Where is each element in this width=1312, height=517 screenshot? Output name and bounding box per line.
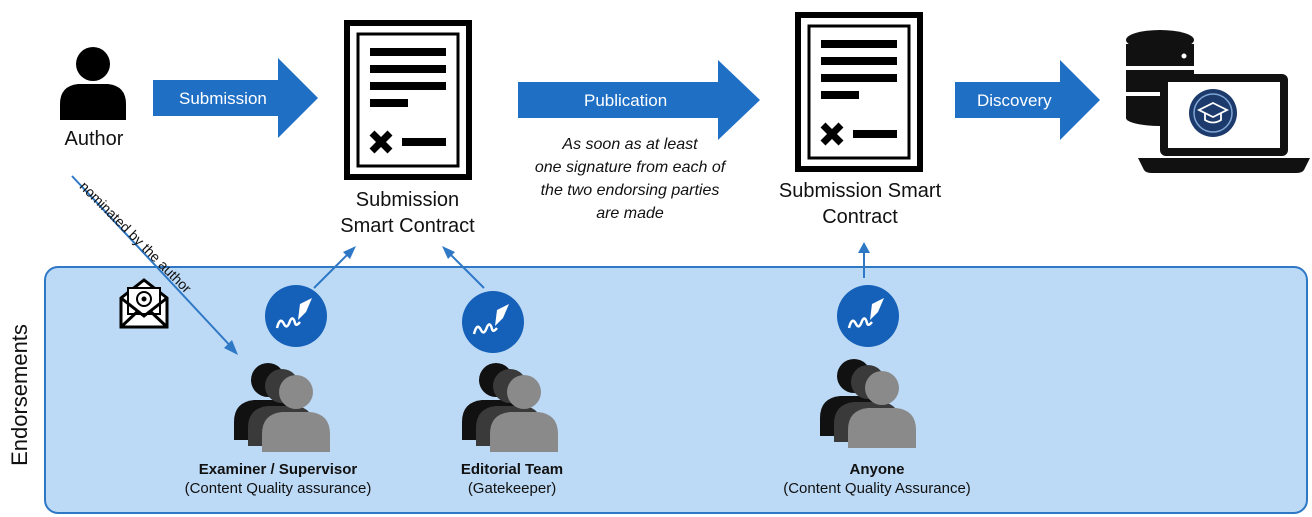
document-icon bbox=[344, 20, 472, 180]
publication-label: Publication bbox=[584, 91, 668, 110]
note-line: As soon as at least bbox=[562, 136, 698, 153]
group-icon bbox=[820, 359, 916, 448]
discovery-label: Discovery bbox=[977, 91, 1052, 110]
submission-arrow bbox=[153, 58, 318, 138]
publication-note: As soon as at least one signature from e… bbox=[510, 133, 750, 225]
contract1-label-line1: Submission bbox=[355, 189, 460, 211]
role-desc: (Content Quality assurance) bbox=[184, 480, 372, 497]
email-icon bbox=[119, 278, 169, 329]
signature-icon bbox=[462, 291, 524, 353]
signature-icon bbox=[265, 285, 327, 347]
endorse-arrow bbox=[313, 246, 356, 289]
signature-icon bbox=[837, 285, 899, 347]
group-icon bbox=[462, 363, 558, 452]
contract1-label-line2: Smart Contract bbox=[340, 215, 475, 237]
contract2-label-line1: Submission Smart bbox=[778, 180, 942, 202]
publication-arrow bbox=[518, 60, 760, 140]
discovery-arrow bbox=[955, 60, 1100, 140]
role-name: Editorial Team bbox=[460, 461, 564, 478]
role-desc: (Content Quality Assurance) bbox=[783, 480, 971, 497]
graduation-cap-icon bbox=[1189, 89, 1237, 137]
role-name: Examiner / Supervisor bbox=[198, 461, 358, 478]
role-editorial: Editorial Team (Gatekeeper) bbox=[382, 460, 642, 498]
nomination-arrow bbox=[71, 175, 238, 355]
document-icon bbox=[795, 12, 923, 172]
role-anyone: Anyone (Content Quality Assurance) bbox=[747, 460, 1007, 498]
submission-label: Submission bbox=[179, 89, 267, 108]
endorse-arrow bbox=[858, 242, 870, 278]
contract2-label-line2: Contract bbox=[822, 206, 898, 228]
note-line: are made bbox=[596, 205, 664, 222]
endorsements-title: Endorsements bbox=[7, 324, 32, 466]
author-label: Author bbox=[64, 128, 124, 150]
note-line: the two endorsing parties bbox=[540, 182, 720, 199]
role-examiner: Examiner / Supervisor (Content Quality a… bbox=[148, 460, 408, 498]
role-desc: (Gatekeeper) bbox=[467, 480, 557, 497]
person-icon bbox=[60, 47, 126, 120]
role-name: Anyone bbox=[849, 461, 905, 478]
note-line: one signature from each of bbox=[534, 159, 726, 176]
endorse-arrow bbox=[442, 246, 485, 289]
group-icon bbox=[234, 363, 330, 452]
